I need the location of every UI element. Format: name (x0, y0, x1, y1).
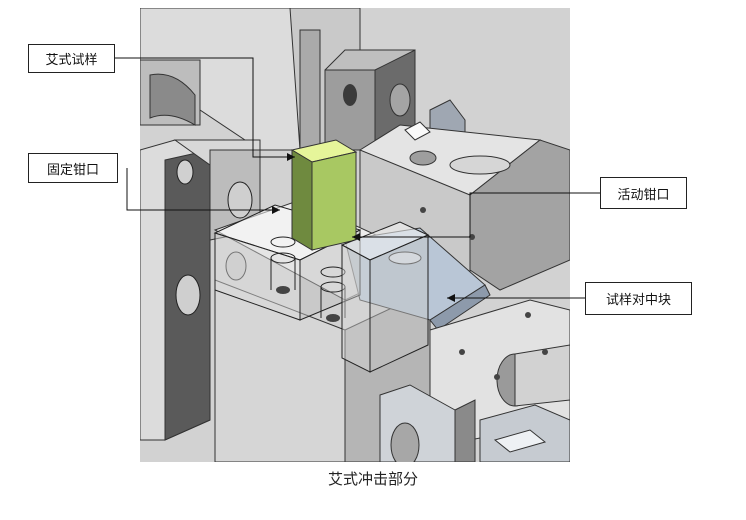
fixed-jaw-transparent (213, 204, 362, 322)
lower-mechanism (379, 384, 570, 462)
arrowhead-specimen (287, 153, 295, 161)
label-movable-jaw: 活动钳口 (600, 177, 687, 209)
specimen-bar (290, 139, 358, 251)
figure-caption: 艾式冲击部分 (327, 470, 418, 488)
label-centering-block: 试样对中块 (585, 282, 692, 315)
leader-arrowheads (272, 153, 455, 302)
movable-jaw-assembly (359, 121, 570, 291)
movable-jaw-transparent (340, 221, 430, 373)
fixed-jaw-column (140, 139, 261, 441)
arrowhead-movable-jaw (352, 233, 360, 241)
label-specimen: 艾式试样 (28, 44, 115, 73)
leader-movable-jaw (352, 192, 600, 238)
label-fixed-jaw: 固定钳口 (28, 153, 118, 183)
leader-specimen (115, 57, 295, 158)
leader-fixed-jaw (126, 168, 280, 211)
arrowhead-fixed-jaw (272, 206, 280, 214)
leader-lines (115, 57, 600, 299)
arrowhead-centering-block (447, 294, 455, 302)
